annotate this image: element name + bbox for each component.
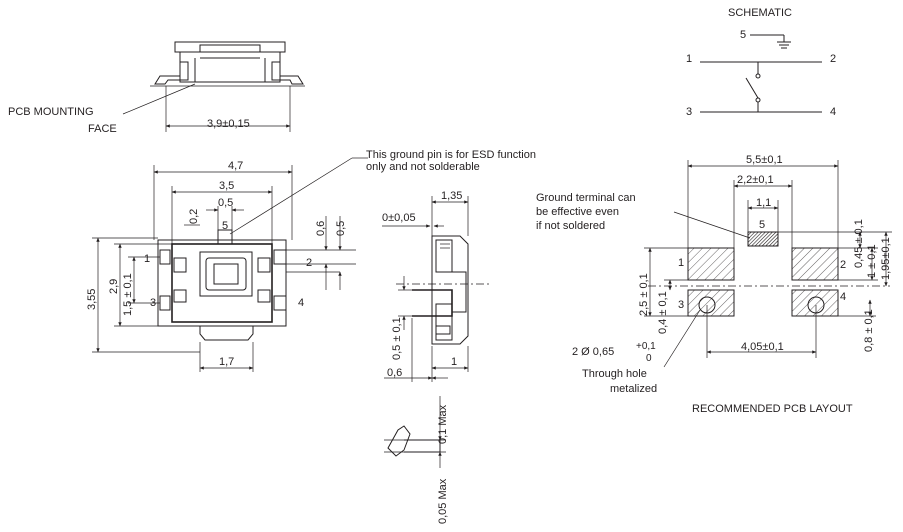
dim-0-2: 0,2	[188, 209, 200, 224]
dim-3-55: 3,55	[86, 289, 98, 310]
pcb-mounting-face-label: FACE	[88, 123, 117, 135]
detail-dim-0-1-max: 0,1 Max	[437, 404, 449, 444]
through-hole-line2: metalized	[610, 383, 657, 395]
dim-0-5: 0,5	[218, 197, 233, 209]
pcb-pin4: 4	[840, 291, 846, 303]
pcb-dim-1-95: 1,95±0,1	[880, 237, 892, 280]
pcb-pad-5	[747, 231, 779, 247]
pcb-dim-4-05: 4,05±0,1	[741, 341, 784, 353]
dim-1-5: 1,5 ± 0,1	[122, 273, 134, 316]
schematic-pin4: 4	[830, 106, 836, 118]
esd-note-line1: This ground pin is for ESD function	[366, 149, 536, 161]
pcb-layout-title: RECOMMENDED PCB LAYOUT	[692, 403, 853, 415]
through-hole-line1: Through hole	[582, 368, 647, 380]
schematic-pin5: 5	[740, 29, 746, 41]
pcb-pin2: 2	[840, 259, 846, 271]
side-dim-1: 1	[451, 356, 457, 368]
pcb-dim-0-8: 0,8 ± 0,1	[863, 309, 875, 352]
plan-view: 4,7 3,5 0,5 0,2 5 This ground pin is for…	[86, 149, 536, 372]
detail-view: 0,1 Max 0,05 Max	[384, 396, 449, 524]
esd-note-line2: only and not solderable	[366, 161, 480, 173]
pcb-pad-2	[791, 247, 839, 281]
pcb-dim-1: 1 ± 0,1	[866, 244, 878, 278]
pcb-dim-5-5: 5,5±0,1	[746, 154, 783, 166]
dim-0-5b: 0,5	[335, 221, 347, 236]
pcb-layout: 1 2 3 4 5 5,5±0,1 2,2±0,1 1,1 Ground ter…	[536, 154, 892, 415]
dim-2-9: 2,9	[108, 279, 120, 294]
plan-pin4: 4	[298, 297, 304, 309]
width-dim-label: 3,9±0,15	[207, 118, 250, 130]
hole-tol-minus: 0	[646, 353, 652, 364]
dim-1-7: 1,7	[219, 356, 234, 368]
side-elevation-view: 3,9±0,15 PCB MOUNTING FACE	[8, 41, 305, 135]
hole-diameter: 2 Ø 0,65	[572, 346, 614, 358]
pcb-pad-4	[791, 289, 839, 317]
side-dim-0-6: 0,6	[387, 367, 402, 379]
pcb-mounting-label: PCB MOUNTING	[8, 106, 94, 118]
dim-3-5: 3,5	[219, 180, 234, 192]
pcb-dim-1-1: 1,1	[756, 197, 771, 209]
ground-note-line1: Ground terminal can	[536, 192, 636, 204]
plan-pin1: 1	[144, 253, 150, 265]
plan-pin5: 5	[222, 220, 228, 232]
pcb-dim-2-5: 2,5 ± 0,1	[638, 273, 650, 316]
ground-note-line3: if not soldered	[536, 220, 605, 232]
side-dim-1-35: 1,35	[441, 190, 462, 202]
pcb-pin1: 1	[678, 257, 684, 269]
hole-tol-plus: +0,1	[636, 341, 656, 352]
side-dim-0-0-05: 0±0,05	[382, 212, 416, 224]
pcb-pin5: 5	[759, 219, 765, 231]
pcb-pin3: 3	[678, 299, 684, 311]
plan-pin2: 2	[306, 257, 312, 269]
dim-4-7: 4,7	[228, 160, 243, 172]
pcb-dim-0-45: 0,45 ± 0,1	[853, 219, 865, 268]
pcb-pad-1	[687, 247, 735, 281]
schematic: SCHEMATIC 5 1 2 3 4	[686, 7, 836, 118]
side-profile-view: 1,35 0±0,05 0,5 ± 0,1 0,6 1	[382, 190, 490, 382]
schematic-pin3: 3	[686, 106, 692, 118]
side-dim-0-5: 0,5 ± 0,1	[391, 317, 403, 360]
dim-0-6: 0,6	[315, 221, 327, 236]
detail-dim-0-05-max: 0,05 Max	[437, 478, 449, 524]
pcb-dim-2-2: 2,2±0,1	[737, 174, 774, 186]
schematic-pin2: 2	[830, 53, 836, 65]
schematic-title: SCHEMATIC	[728, 7, 792, 19]
pcb-dim-0-4: 0,4 ± 0,1	[657, 291, 669, 334]
ground-note-line2: be effective even	[536, 206, 619, 218]
schematic-pin1: 1	[686, 53, 692, 65]
